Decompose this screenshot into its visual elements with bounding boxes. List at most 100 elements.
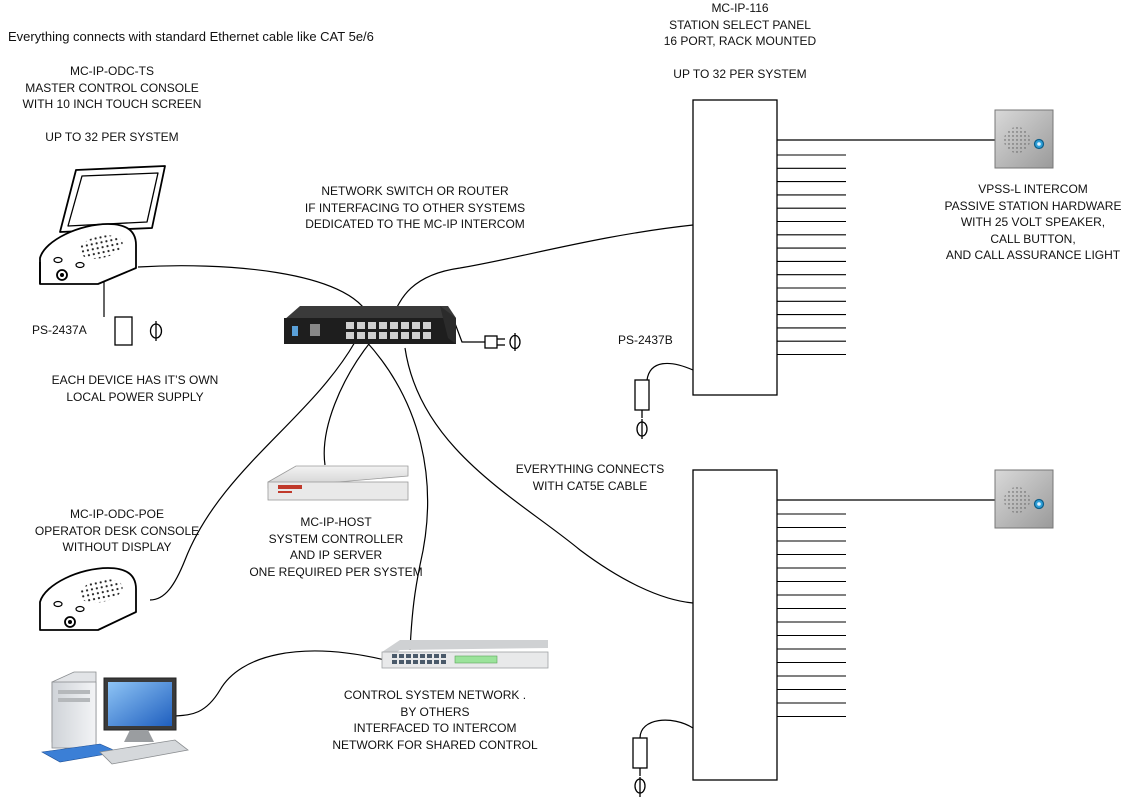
switch-port [379,332,387,339]
label-line: SYSTEM CONTROLLER [268,531,404,546]
label-line: PASSIVE STATION HARDWARE [944,198,1122,213]
label-line: STATION SELECT PANEL [669,17,811,32]
label-line: BY OTHERS [400,704,470,719]
power-supply-icon [634,379,650,439]
label-line: VPSS-L INTERCOM [978,182,1088,196]
hub-port [441,654,446,658]
power-supply-b-label: PS-2437B [618,333,673,347]
switch-port [423,322,431,329]
header-note: Everything connects with standard Ethern… [8,29,374,44]
cable-ps2437b-to-panel-bottom [639,719,694,739]
cables [103,224,694,739]
intercom-station-icon [994,469,1054,529]
station-select-panel-bottom [692,469,995,781]
hub-port [399,660,404,664]
label-line: DEDICATED TO THE MC-IP INTERCOM [305,217,525,231]
station-select-panel-top [692,99,995,396]
cable-master-console-to-switch [137,265,371,319]
station-panel-label: MC-IP-116 STATION SELECT PANEL 16 PORT, … [640,0,840,83]
switch-port [346,322,354,329]
label-line: MC-IP-116 [711,1,769,15]
label-line [0,113,224,130]
hub-port [427,654,432,658]
switch-port [412,322,420,329]
switch-port [379,322,387,329]
label-line: NETWORK SWITCH OR ROUTER [321,184,509,198]
switch-port [401,332,409,339]
desk-console-icon [39,567,137,631]
label-line: IF INTERFACING TO OTHER SYSTEMS [304,200,526,215]
label-line: WITH 10 INCH TOUCH SCREEN [22,97,202,111]
hub-port [420,654,425,658]
label-line: WITH CAT5E CABLE [532,478,648,493]
cable-switch-to-host [323,339,373,466]
switch-port [412,332,420,339]
master-console-label: MC-IP-ODC-TS MASTER CONTROL CONSOLE WITH… [0,63,224,146]
hub-port [392,660,397,664]
network-switch-icon [284,306,456,344]
switch-port [357,332,365,339]
cable-ps2437b-to-panel-top [646,362,694,381]
cable-switch-to-operator-console [149,341,356,601]
hub-port [434,660,439,664]
hub-port [413,654,418,658]
intercom-station-label: VPSS-L INTERCOM PASSIVE STATION HARDWARE… [924,181,1142,264]
hub-port [413,660,418,664]
switch-port [390,322,398,329]
label-line: LOCAL POWER SUPPLY [66,389,204,404]
cable-switch-to-panel-bottom [404,347,694,604]
intercom-station-icon [994,109,1054,169]
label-line: UP TO 32 PER SYSTEM [45,130,179,144]
label-line: EVERYTHING CONNECTS [515,462,665,476]
hub-port [441,660,446,664]
label-line: MC-IP-ODC-TS [70,64,154,78]
switch-port [368,322,376,329]
hub-port [399,654,404,658]
power-supply-icon [114,316,163,346]
hub-port [434,654,439,658]
label-line: AND CALL ASSURANCE LIGHT [945,248,1121,262]
label-line: INTERFACED TO INTERCOM [353,721,517,735]
network-switch-label: NETWORK SWITCH OR ROUTER IF INTERFACING … [290,183,540,233]
operator-console-label: MC-IP-ODC-POE OPERATOR DESK CONSOLE WITH… [12,506,222,556]
switch-port [346,332,354,339]
cable-switch-to-hub [364,339,429,651]
hub-port [406,654,411,658]
label-line [640,50,840,67]
label-line: OPERATOR DESK CONSOLE [34,523,200,538]
cat5e-note-label: EVERYTHING CONNECTS WITH CAT5E CABLE [490,461,690,494]
switch-port [390,332,398,339]
label-line: NETWORK FOR SHARED CONTROL [332,737,538,752]
switch-port [401,322,409,329]
label-line: MC-IP-ODC-POE [70,507,164,521]
label-line: 16 PORT, RACK MOUNTED [663,34,817,48]
label-line: MASTER CONTROL CONSOLE [25,80,199,95]
cable-switch-to-panel-top [391,224,694,319]
hub-port [420,660,425,664]
power-supply-icon [632,737,648,797]
label-line: AND IP SERVER [289,548,383,562]
host-controller-label: MC-IP-HOST SYSTEM CONTROLLER AND IP SERV… [236,514,436,580]
label-line: EACH DEVICE HAS IT’S OWN [51,373,219,387]
network-hub-icon [381,640,549,669]
label-line: UP TO 32 PER SYSTEM [673,67,807,81]
power-plug-icon [484,333,521,351]
hub-port [392,654,397,658]
hub-port [427,660,432,664]
switch-port [368,332,376,339]
label-line: CALL BUTTON, [990,231,1076,246]
control-network-label: CONTROL SYSTEM NETWORK . BY OTHERS INTER… [300,687,570,753]
label-line: CONTROL SYSTEM NETWORK . [343,688,527,702]
label-line: MC-IP-HOST [300,515,372,529]
power-supply-a-label: PS-2437A [32,323,87,337]
label-line: ONE REQUIRED PER SYSTEM [249,564,423,579]
touch-screen-console-icon [39,165,166,285]
cable-switch-to-power-plug [452,317,485,343]
switch-port [423,332,431,339]
cable-hub-to-computer [174,650,386,717]
desktop-computer-icon [41,671,189,765]
label-line: WITH 25 VOLT SPEAKER, [960,215,1106,229]
label-line: WITHOUT DISPLAY [62,540,172,554]
